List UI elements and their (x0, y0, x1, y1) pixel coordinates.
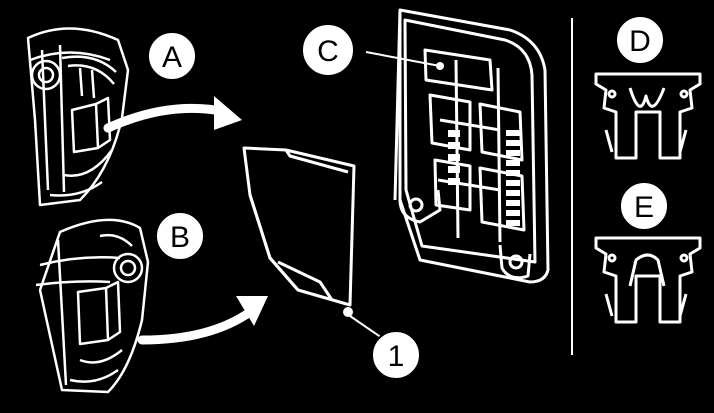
arrow-b (137, 296, 268, 345)
callout-d-label: D (629, 25, 651, 58)
callout-1-label: 1 (388, 340, 405, 373)
callout-c-label: C (317, 35, 339, 68)
callout-e: E (619, 181, 669, 231)
callout-b-label: B (170, 221, 190, 254)
leader-line-1 (349, 315, 386, 341)
fuse-slots (448, 130, 520, 226)
fuse-box (393, 8, 550, 284)
fuse-good (594, 72, 702, 160)
cover-tab-point (343, 307, 353, 317)
arrow-a (103, 96, 242, 133)
callout-e-label: E (634, 191, 654, 224)
dashboard-panel-bottom (35, 218, 150, 394)
callout-d: D (615, 15, 665, 65)
fuse-box-cover (242, 146, 356, 307)
callout-c: C (301, 23, 355, 77)
callout-1: 1 (371, 330, 421, 380)
callout-a-label: A (162, 41, 182, 74)
callout-b: B (155, 211, 205, 261)
fuse-blown (594, 236, 702, 324)
callout-a: A (147, 31, 197, 81)
dashboard-panel-top (26, 27, 130, 207)
leader-line-c (365, 51, 441, 67)
